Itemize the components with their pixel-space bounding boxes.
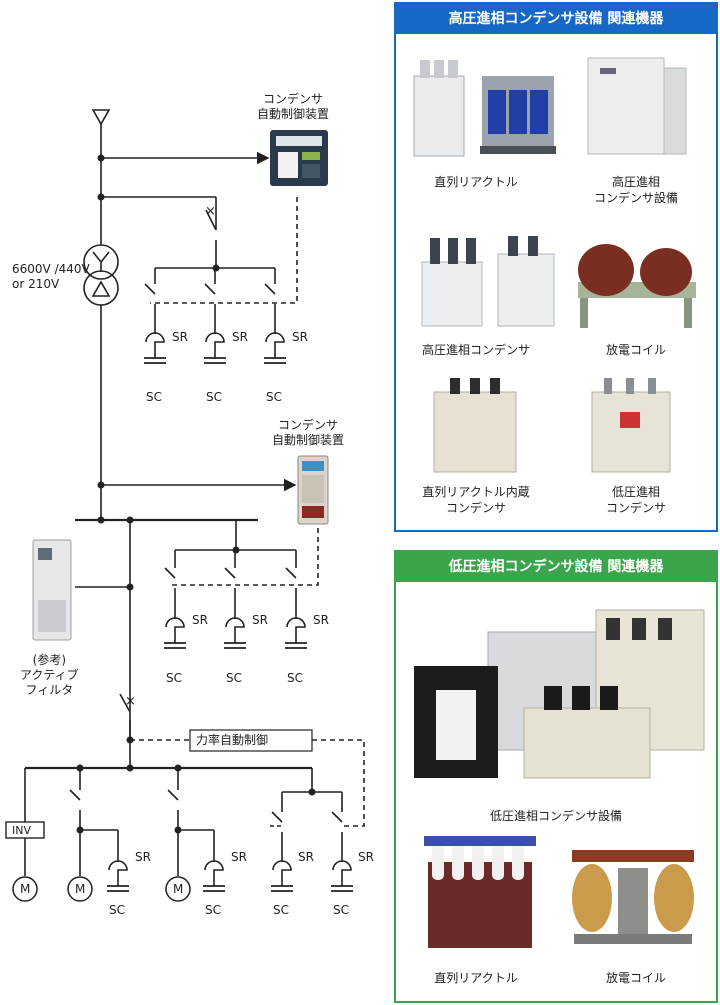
motor-label: M (75, 882, 86, 896)
power-factor-box (189, 729, 313, 752)
series-reactor-image (413, 60, 556, 157)
hv-capacitor-image (421, 236, 555, 327)
filter-label-line1: (参考) (32, 653, 67, 667)
hv-item-label-line: 高圧進相 (611, 175, 660, 189)
sr-label: SR (135, 850, 151, 864)
hv-item-label: 直列リアクトル (396, 174, 556, 190)
lv-discharge-coil-image (572, 850, 694, 944)
hv-controller-label: コンデンサ 自動制御装置 (257, 92, 329, 122)
hv-item-label-line: 放電コイル (605, 343, 666, 357)
lv-item-label-line: 直列リアクトル (434, 971, 518, 985)
lv-series-reactor-image (424, 836, 536, 948)
sr-label: SR (172, 330, 188, 344)
lv-item-label: 直列リアクトル (396, 970, 556, 986)
transformer-primary (83, 244, 119, 280)
inv-label: INV (12, 824, 31, 837)
sc-label: SC (287, 671, 303, 685)
hv-item-label: 高圧進相 コンデンサ設備 (556, 174, 716, 206)
lv-item-label: 低圧進相コンデンサ設備 (396, 808, 716, 824)
motor-1 (12, 876, 38, 902)
hv-equipment-panel: 高圧進相コンデンサ設備 関連機器 直列リアクトル 高圧進相 コンデンサ設備 高圧… (394, 2, 718, 532)
sr-label: SR (232, 330, 248, 344)
motor-label: M (173, 882, 184, 896)
hv-item-label-line: 直列リアクトル内蔵 (422, 485, 530, 499)
breaker-mark: × (125, 694, 136, 709)
lv-panel-title: 低圧進相コンデンサ設備 関連機器 (396, 552, 716, 582)
hv-controller-label-line2: 自動制御装置 (257, 107, 330, 121)
incoming-terminal (91, 109, 111, 126)
hv-controller-label-line1: コンデンサ (263, 92, 324, 106)
hv-item-label: 直列リアクトル内蔵 コンデンサ (396, 484, 556, 516)
sr-label: SR (298, 850, 314, 864)
reactor-built-in-capacitor-image (433, 378, 517, 473)
hv-item-label: 低圧進相 コンデンサ (556, 484, 716, 516)
voltage-label: 6600V /440V or 210V (12, 262, 90, 292)
sr-label: SR (192, 613, 208, 627)
sc-label: SC (166, 671, 182, 685)
lv-capacitor-equipment-image (414, 609, 705, 779)
sr-label: SR (252, 613, 268, 627)
filter-label-line2: アクティブ (20, 668, 79, 682)
hv-item-label-line: コンデンサ (605, 501, 666, 515)
sc-label: SC (333, 903, 349, 917)
lv-controller-label: コンデンサ 自動制御装置 (272, 418, 344, 448)
lv-equipment-panel: 低圧進相コンデンサ設備 関連機器 低圧進相コンデンサ設備 直列リアクトル 放電コ… (394, 550, 718, 1003)
hv-item-label-line: コンデンサ (445, 501, 506, 515)
sc-label: SC (146, 390, 162, 404)
sc-label: SC (206, 390, 222, 404)
lv-controller-device (297, 455, 329, 525)
sc-label: SC (266, 390, 282, 404)
active-filter-device (32, 539, 72, 641)
lv-item-label-line: 放電コイル (605, 971, 666, 985)
motor-3 (165, 876, 191, 902)
hv-item-label-line: コンデンサ設備 (593, 191, 678, 205)
filter-label: (参考) アクティブ フィルタ (20, 653, 79, 698)
sc-label: SC (109, 903, 125, 917)
sc-label: SC (226, 671, 242, 685)
hv-capacitor-equipment-image (587, 57, 687, 155)
motor-2 (67, 876, 93, 902)
voltage-label-line2: or 210V (12, 277, 60, 291)
sc-label: SC (273, 903, 289, 917)
hv-controller-device (270, 130, 328, 186)
hv-item-label: 高圧進相コンデンサ (396, 342, 556, 358)
lv-capacitor-image (591, 378, 671, 473)
sr-label: SR (313, 613, 329, 627)
sr-label: SR (292, 330, 308, 344)
lv-item-label-line: 低圧進相コンデンサ設備 (489, 809, 622, 823)
lv-item-label: 放電コイル (556, 970, 716, 986)
lv-controller-label-line1: コンデンサ (278, 418, 339, 432)
inverter-box (5, 821, 45, 839)
hv-item-label: 放電コイル (556, 342, 716, 358)
sr-label: SR (358, 850, 374, 864)
hv-item-label-line: 低圧進相 (611, 485, 660, 499)
sr-label: SR (231, 850, 247, 864)
motor-label: M (20, 882, 31, 896)
hv-item-label-line: 直列リアクトル (434, 175, 518, 189)
sc-label: SC (205, 903, 221, 917)
breaker-mark: × (205, 204, 216, 219)
discharge-coil-image (578, 244, 696, 328)
filter-label-line3: フィルタ (25, 683, 74, 697)
voltage-label-line1: 6600V /440V (12, 262, 90, 276)
lv-controller-label-line2: 自動制御装置 (272, 433, 345, 447)
hv-item-label-line: 高圧進相コンデンサ (421, 343, 530, 357)
hv-panel-title: 高圧進相コンデンサ設備 関連機器 (396, 4, 716, 34)
single-line-diagram (5, 109, 365, 902)
power-factor-label: 力率自動制御 (196, 733, 269, 747)
